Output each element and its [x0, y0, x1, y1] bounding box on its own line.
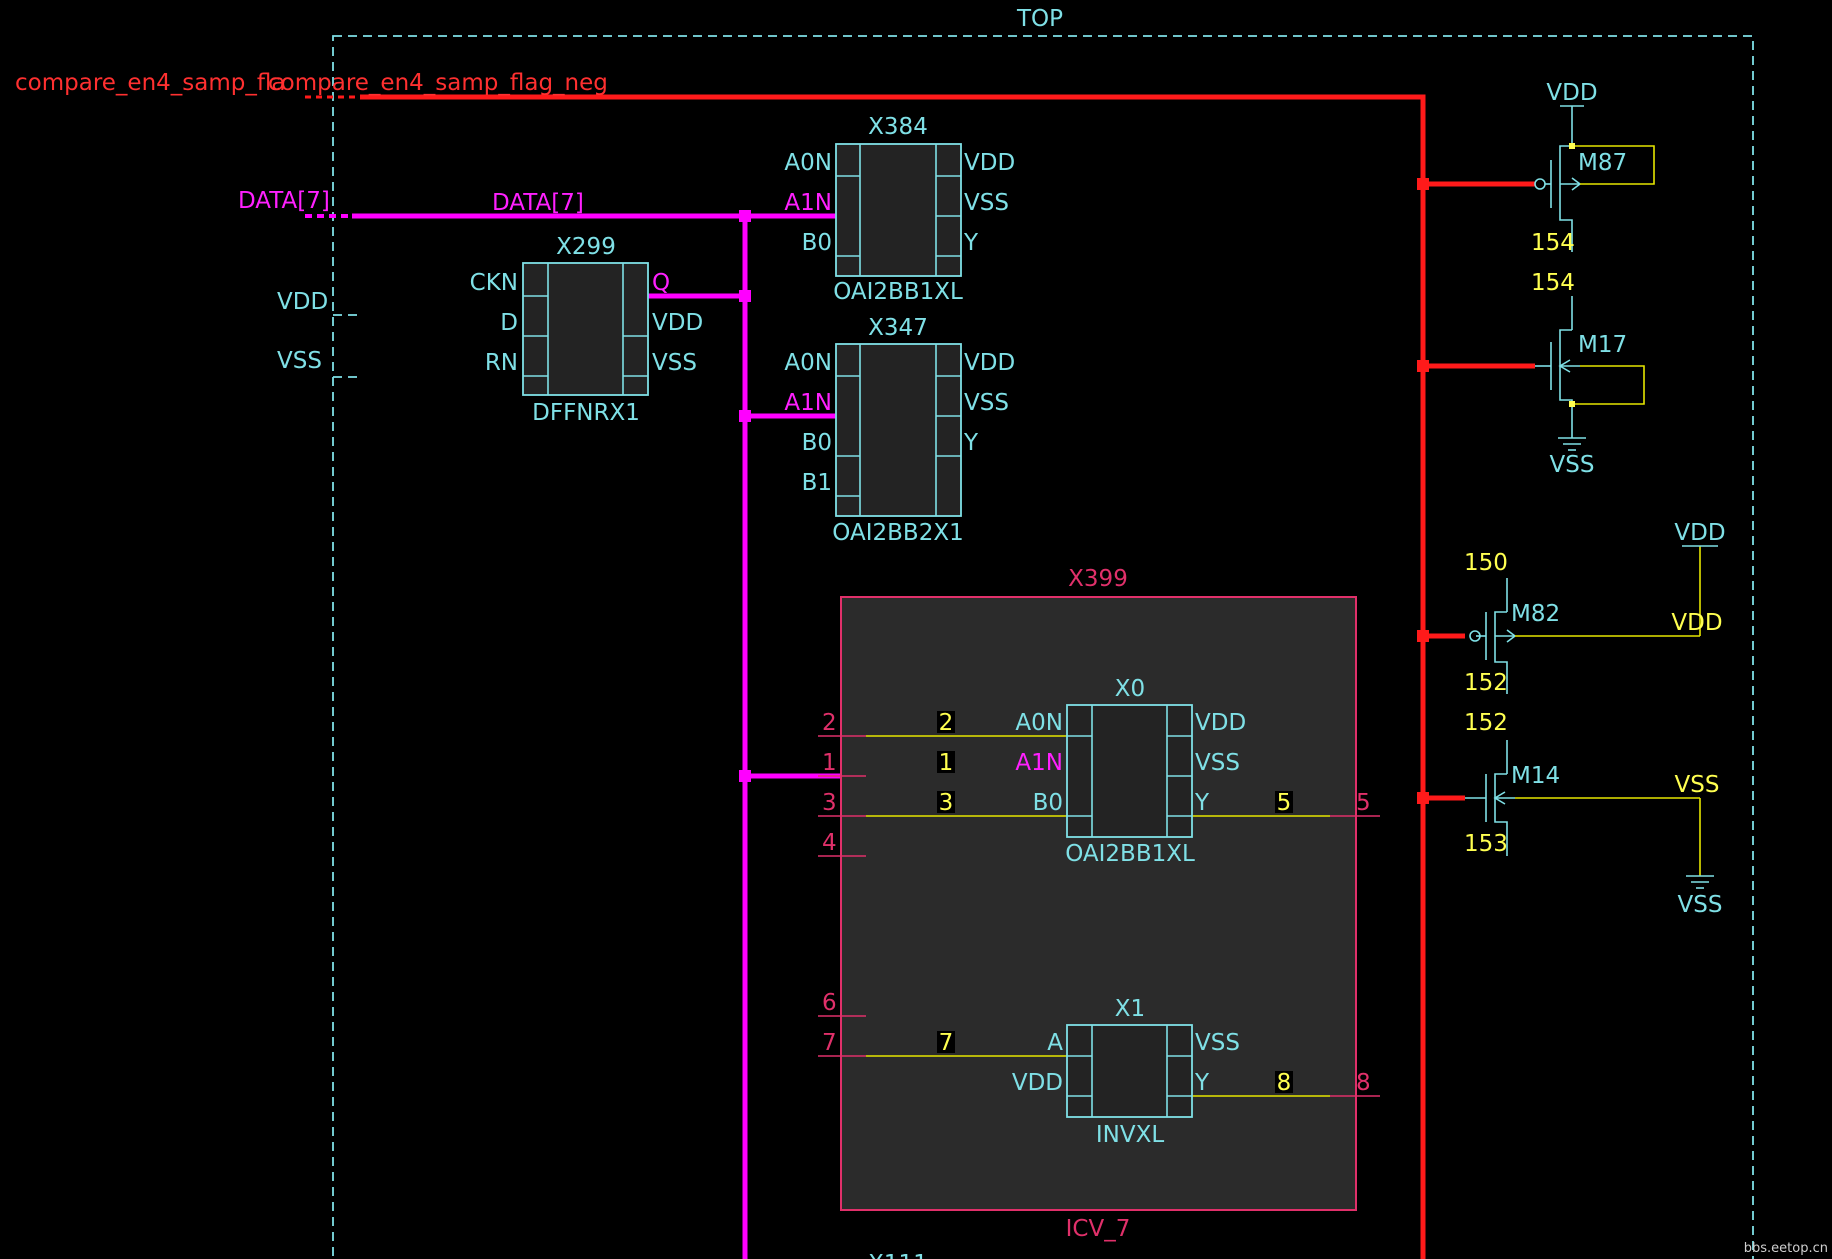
transistor-m82[interactable]: M82 150 152 VDD VDD — [1464, 520, 1726, 696]
x399-port-8: 8 — [1356, 1070, 1371, 1096]
x0-type: OAI2BB1XL — [1065, 841, 1195, 867]
x0-pin-vss: VSS — [1195, 750, 1240, 776]
x299-inst: X299 — [556, 234, 616, 260]
transistor-m87[interactable]: M87 VDD 154 — [1531, 80, 1655, 256]
vss-port-label: VSS — [277, 348, 322, 374]
x0-pin-a1n: A1N — [1015, 750, 1063, 776]
x299-pin-vdd: VDD — [652, 310, 703, 336]
data-net-label: DATA[7] — [492, 190, 584, 216]
x1-type: INVXL — [1096, 1122, 1164, 1148]
x384-pin-b0: B0 — [802, 230, 832, 256]
m17-supply: VSS — [1550, 452, 1595, 478]
x1-net-8: 8 — [1277, 1070, 1292, 1096]
m14-bottom: 153 — [1464, 831, 1508, 857]
compare-port-label: compare_en4_samp_fla — [15, 70, 285, 96]
x1-pin-vdd: VDD — [1012, 1070, 1063, 1096]
x347-pin-y: Y — [963, 430, 979, 456]
x347-pin-b1: B1 — [802, 470, 832, 496]
x399-port-4: 4 — [822, 830, 837, 856]
data-port-label: DATA[7] — [238, 188, 330, 214]
m82-bottom: 152 — [1464, 670, 1508, 696]
m87-supply: VDD — [1546, 80, 1597, 106]
x384-pin-y: Y — [963, 230, 979, 256]
m17-name: M17 — [1578, 332, 1627, 358]
watermark-text: bbs.eetop.cn — [1744, 1241, 1828, 1256]
x0-net-2: 2 — [939, 710, 954, 736]
top-frame: TOP — [332, 6, 1754, 1259]
x1-pin-a: A — [1047, 1030, 1063, 1056]
x347-pin-a1n: A1N — [784, 390, 832, 416]
x347-pin-vdd: VDD — [964, 350, 1015, 376]
frame-title: TOP — [1016, 6, 1063, 32]
supply-ports: VDD VSS — [277, 289, 360, 378]
x399-port-3: 3 — [822, 790, 837, 816]
vdd-port-label: VDD — [277, 289, 328, 315]
transistor-m17[interactable]: M17 154 VSS — [1531, 270, 1645, 478]
m82-supply: VDD — [1674, 520, 1725, 546]
x384-pin-vss: VSS — [964, 190, 1009, 216]
x0-net-1: 1 — [939, 750, 954, 776]
x347-type: OAI2BB2X1 — [832, 520, 963, 546]
x347-inst: X347 — [868, 315, 928, 341]
x399-type: ICV_7 — [1066, 1216, 1131, 1242]
x299-type: DFFNRX1 — [532, 400, 640, 426]
m14-name: M14 — [1511, 763, 1560, 789]
x299-pin-rn: RN — [485, 350, 518, 376]
x399-inst: X399 — [1068, 566, 1128, 592]
x1-pin-y: Y — [1194, 1070, 1210, 1096]
x347-pin-a0n: A0N — [784, 350, 832, 376]
transistor-m14[interactable]: M14 152 153 VSS VSS — [1464, 710, 1722, 918]
m82-net: VDD — [1671, 610, 1722, 636]
x347-pin-b0: B0 — [802, 430, 832, 456]
x1-pin-vss: VSS — [1195, 1030, 1240, 1056]
x299-pin-ckn: CKN — [470, 270, 518, 296]
cell-x347[interactable]: X347 OAI2BB2X1 A0N A1N B0 B1 VDD VSS Y — [784, 315, 1015, 546]
m14-top: 152 — [1464, 710, 1508, 736]
cell-x299[interactable]: X299 DFFNRX1 CKN D RN Q VDD VSS — [470, 234, 704, 426]
m87-node: 154 — [1531, 230, 1575, 256]
x299-pin-d: D — [500, 310, 518, 336]
x384-pin-a0n: A0N — [784, 150, 832, 176]
x0-pin-a0n: A0N — [1015, 710, 1063, 736]
m82-name: M82 — [1511, 601, 1560, 627]
cell-x384[interactable]: X384 OAI2BB1XL A0N A1N B0 VDD VSS Y — [784, 114, 1015, 305]
x0-pin-vdd: VDD — [1195, 710, 1246, 736]
x0-net-3: 3 — [939, 790, 954, 816]
hier-block-x399[interactable]: X399 ICV_7 2 1 3 4 6 7 5 8 2 1 3 5 — [818, 566, 1380, 1242]
x384-pin-a1n: A1N — [784, 190, 832, 216]
x384-pin-vdd: VDD — [964, 150, 1015, 176]
m17-node: 154 — [1531, 270, 1575, 296]
x1-inst: X1 — [1115, 996, 1145, 1022]
x0-net-5: 5 — [1277, 790, 1292, 816]
x299-pin-q: Q — [652, 270, 670, 296]
x399-port-7: 7 — [822, 1030, 837, 1056]
m14-supply: VSS — [1678, 892, 1723, 918]
m14-net: VSS — [1675, 772, 1720, 798]
m87-name: M87 — [1578, 150, 1627, 176]
x0-inst: X0 — [1115, 676, 1145, 702]
x347-pin-vss: VSS — [964, 390, 1009, 416]
net-compare-flag[interactable]: compare_en4_samp_fla compare_en4_samp_fl… — [15, 70, 1535, 1259]
x0-pin-y: Y — [1194, 790, 1210, 816]
x299-pin-vss: VSS — [652, 350, 697, 376]
x384-inst: X384 — [868, 114, 928, 140]
partial-instance-label: X111 — [868, 1251, 928, 1259]
cell-x0[interactable]: X0 OAI2BB1XL A0N A1N B0 VDD VSS Y — [1015, 676, 1246, 867]
x399-port-6: 6 — [822, 990, 837, 1016]
x399-port-1: 1 — [822, 750, 837, 776]
compare-net-label: compare_en4_samp_flag_neg — [268, 70, 608, 96]
m82-top: 150 — [1464, 550, 1508, 576]
x0-pin-b0: B0 — [1033, 790, 1063, 816]
x384-type: OAI2BB1XL — [833, 279, 963, 305]
x1-net-7: 7 — [939, 1030, 954, 1056]
cell-x1[interactable]: X1 INVXL A VDD VSS Y — [1012, 996, 1240, 1148]
x399-port-2: 2 — [822, 710, 837, 736]
x399-port-5: 5 — [1356, 790, 1371, 816]
